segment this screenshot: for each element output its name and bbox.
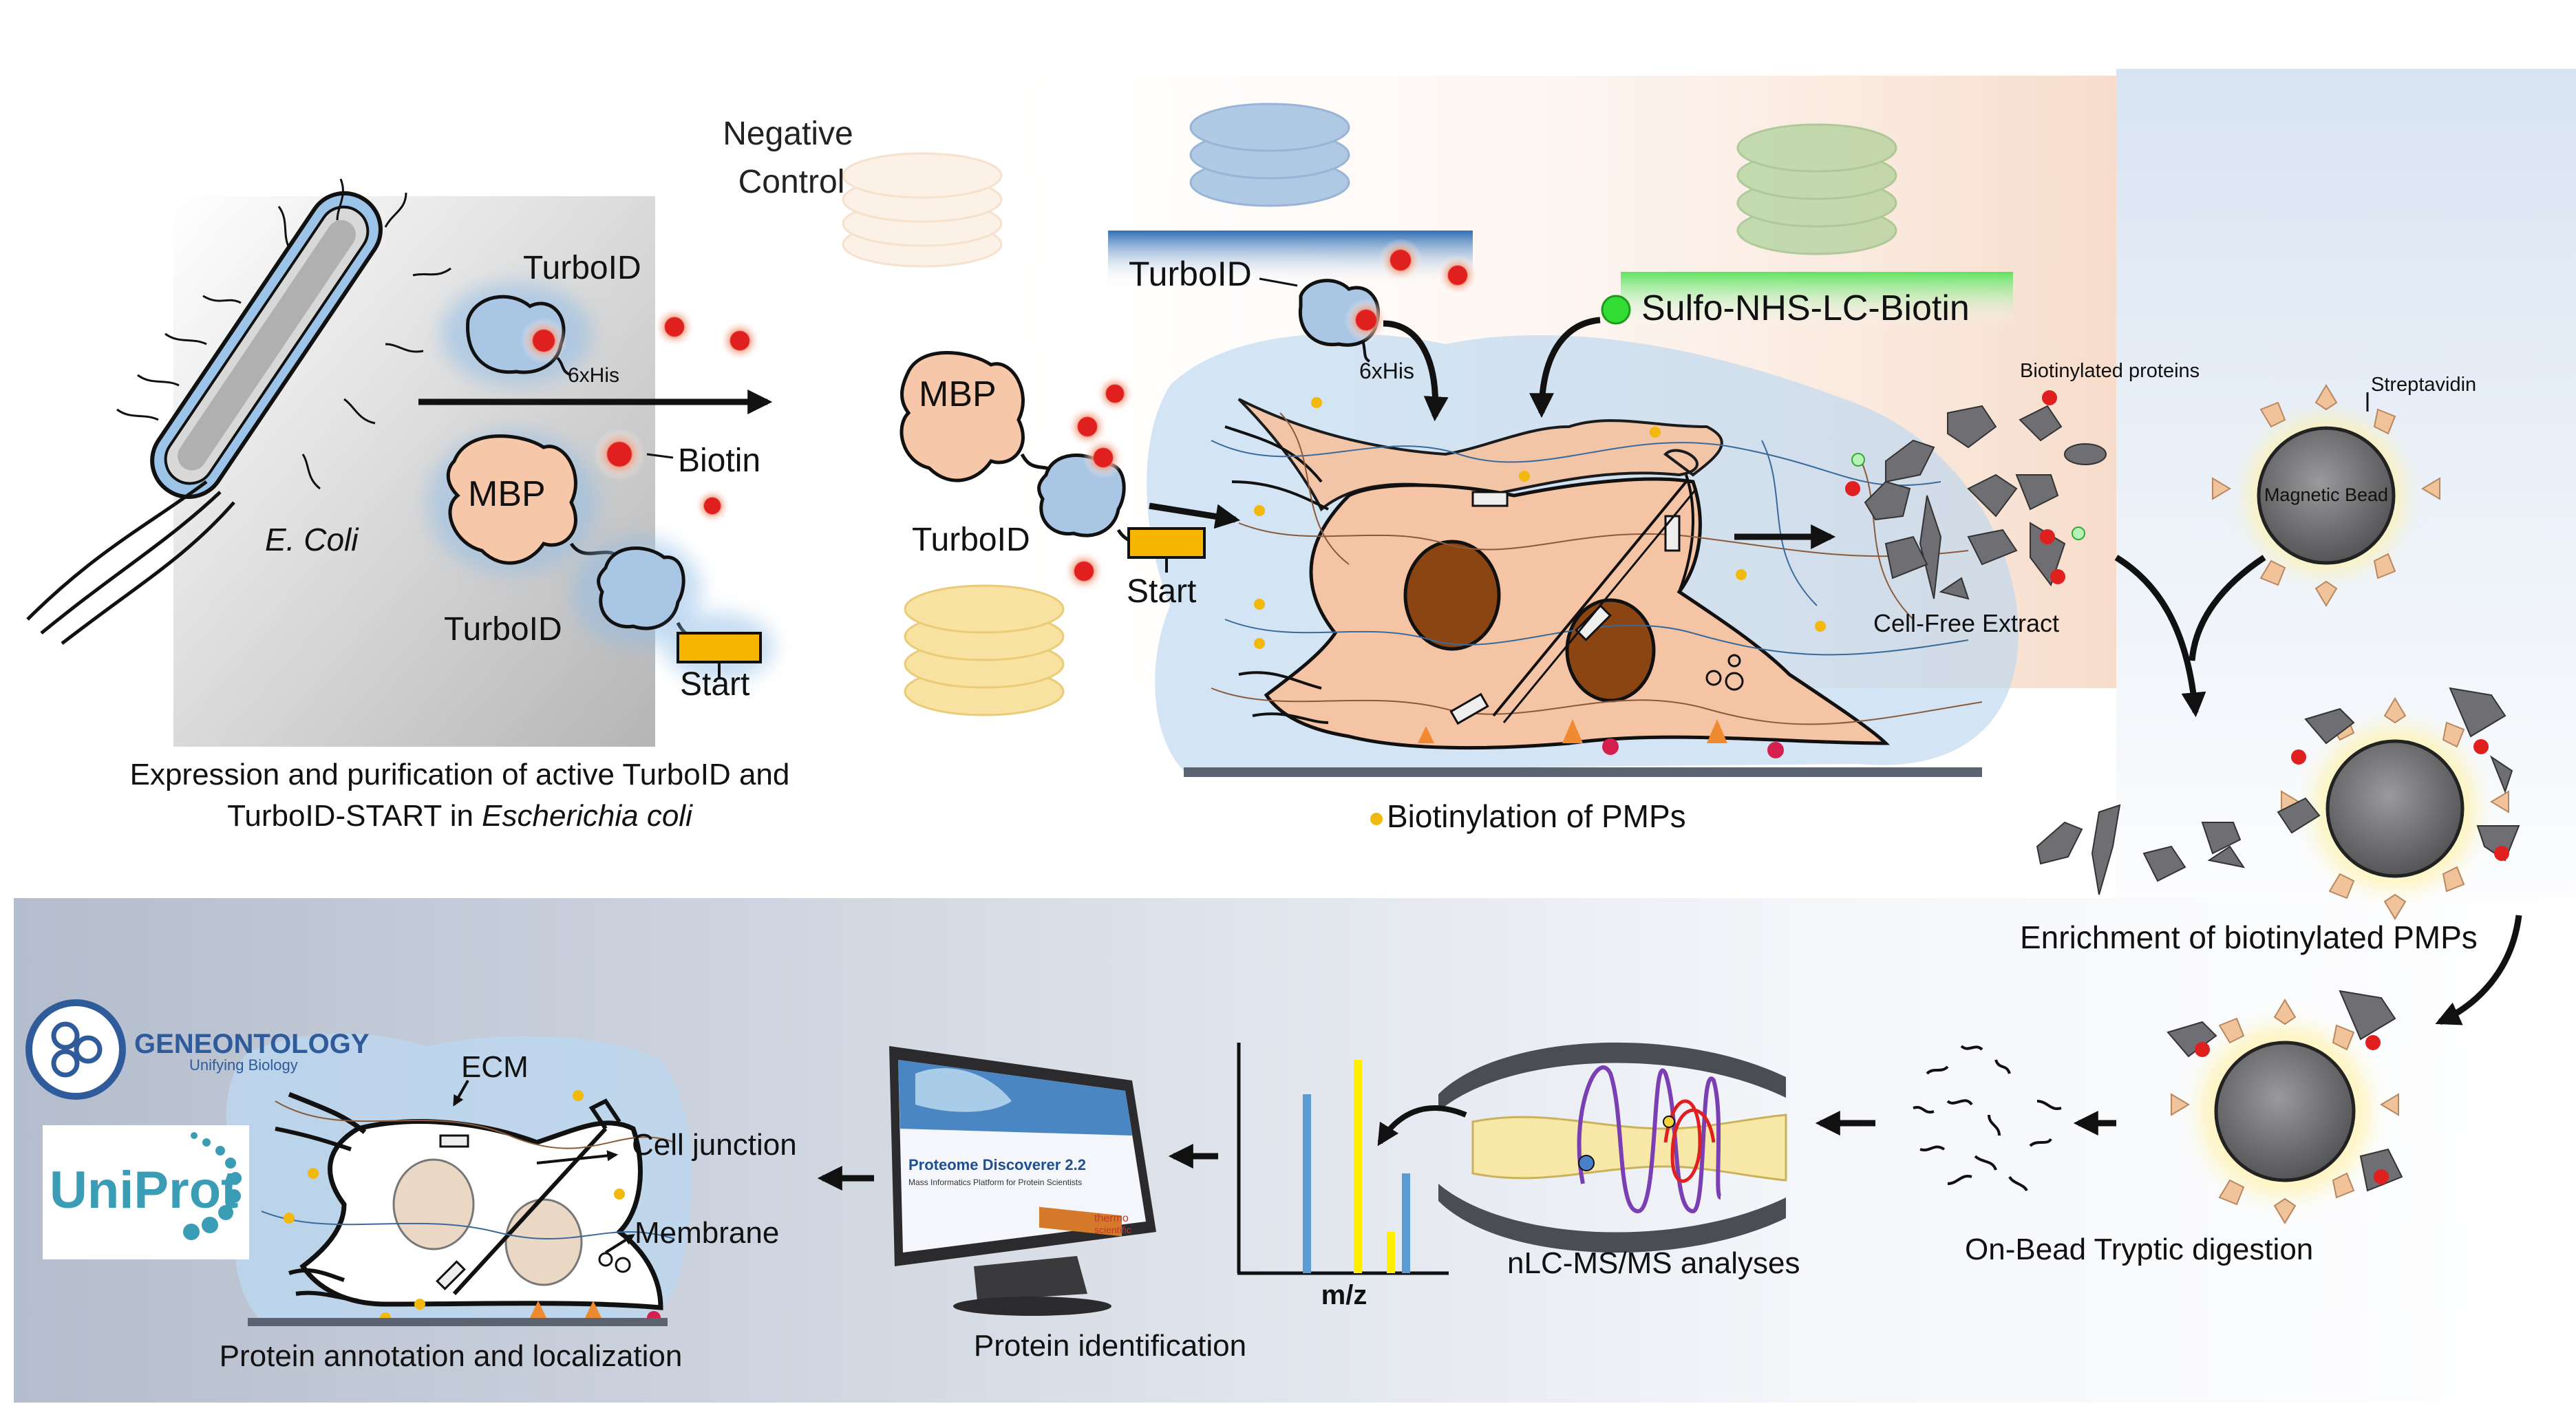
control-label: Control bbox=[738, 164, 845, 200]
sixhis-label: 6xHis bbox=[568, 364, 619, 387]
annotation-caption: Protein annotation and localization bbox=[220, 1339, 683, 1373]
junction-label: Cell junction bbox=[632, 1128, 797, 1162]
sulfo-biotin-dishes bbox=[1736, 123, 1897, 255]
digestion-arrow bbox=[2435, 915, 2522, 1025]
biotin-label: Biotin bbox=[678, 443, 760, 479]
unbound-proteins bbox=[2036, 804, 2246, 895]
mass-spectrum bbox=[1237, 1043, 1449, 1275]
lcms-caption: nLC-MS/MS analyses bbox=[1507, 1246, 1800, 1280]
cell-free-biotin-tags bbox=[1845, 390, 2085, 584]
go-tagline: Unifying Biology bbox=[189, 1056, 298, 1074]
geneontology-text: GENEONTOLOGY bbox=[134, 1029, 370, 1059]
start-label: Start bbox=[680, 666, 749, 703]
enrichment-bead bbox=[2277, 687, 2520, 920]
turboid-label-panel2-left: TurboID bbox=[912, 522, 1030, 558]
ecoli-bacterium bbox=[26, 178, 451, 645]
ecoli-label: E. Coli bbox=[265, 522, 359, 557]
magnetic-bead-label: Magnetic Bead bbox=[2264, 484, 2388, 505]
digestion-caption: On-Bead Tryptic digestion bbox=[1965, 1233, 2313, 1266]
pd-subtitle: Mass Informatics Platform for Protein Sc… bbox=[908, 1178, 1082, 1187]
membrane-pointer bbox=[604, 1234, 635, 1254]
membrane-label: Membrane bbox=[635, 1216, 779, 1250]
negative-control-dishes bbox=[842, 152, 1003, 268]
identification-caption: Protein identification bbox=[974, 1329, 1246, 1363]
merge-arrow-right bbox=[2189, 555, 2266, 661]
merge-arrow-left bbox=[2114, 555, 2206, 718]
cell-free-extract-label: Cell-Free Extract bbox=[1873, 609, 2059, 637]
plant-cell bbox=[1211, 398, 1983, 758]
pd-title: Proteome Discoverer 2.2 bbox=[908, 1156, 1086, 1173]
sixhis-label-panel2: 6xHis bbox=[1359, 359, 1414, 383]
magnetic-bead bbox=[2212, 384, 2440, 607]
uniprot-logo: UniProt bbox=[43, 1125, 249, 1259]
pd-brand1: thermo bbox=[1094, 1213, 1129, 1224]
caption-dot bbox=[1370, 813, 1383, 825]
orbitrap-mass-analyzer bbox=[1438, 1042, 1787, 1253]
start-arrow bbox=[1149, 502, 1241, 529]
negative-label: Negative bbox=[723, 116, 853, 152]
mbp-label-panel2: MBP bbox=[919, 374, 997, 414]
annotated-cell bbox=[261, 1091, 675, 1325]
ecm-label: ECM bbox=[461, 1050, 529, 1084]
pd-brand2: scientific bbox=[1094, 1224, 1131, 1235]
arrow-to-spectrum bbox=[1377, 1105, 1467, 1147]
streptavidin-label: Streptavidin bbox=[2371, 374, 2476, 396]
biotin-dot-p2a bbox=[1379, 238, 1423, 282]
biotin-dot-p2b bbox=[1437, 255, 1478, 296]
annotation-substrate bbox=[248, 1318, 668, 1326]
digestion-bead bbox=[2167, 990, 2403, 1224]
biotin-dot-p2e bbox=[1063, 551, 1105, 592]
sulfo-biotin-molecules bbox=[1254, 397, 1826, 824]
biotin-dot-p2c bbox=[1096, 374, 1134, 413]
turboid-label-top: TurboID bbox=[523, 250, 641, 286]
panel1-caption-line2: TurboID-START in Escherichia coli bbox=[227, 799, 693, 833]
tryptic-peptides bbox=[1913, 1045, 2062, 1192]
biotin-dot-p2d bbox=[1067, 406, 1108, 447]
start-label-panel2: Start bbox=[1127, 573, 1196, 610]
turboid-protein-panel2 bbox=[1298, 279, 1388, 363]
substrate bbox=[1184, 767, 1982, 777]
turboid-start-dishes bbox=[904, 584, 1065, 716]
turboid-treatment-dishes bbox=[1189, 103, 1350, 207]
computer-monitor bbox=[889, 1046, 1156, 1316]
panel2-caption: Biotinylation of PMPs bbox=[1387, 798, 1686, 834]
uniprot-text: UniProt bbox=[50, 1161, 238, 1219]
mz-axis-label: m/z bbox=[1321, 1280, 1367, 1310]
mbp-turboid-start-panel2 bbox=[900, 351, 1206, 573]
turboid-arrow bbox=[1383, 320, 1449, 422]
sulfo-arrow bbox=[1529, 317, 1601, 418]
panel1-caption-line1: Expression and purification of active Tu… bbox=[130, 758, 790, 791]
mbp-label: MBP bbox=[468, 474, 546, 514]
turboid-label-bottom: TurboID bbox=[444, 611, 562, 648]
turboid-pointer-panel2 bbox=[1259, 277, 1298, 287]
geneontology-logo: GENEONTOLOGY Unifying Biology bbox=[25, 999, 370, 1100]
cell-free-extract-proteins bbox=[1864, 405, 2107, 600]
sulfo-biotin-dot bbox=[1601, 295, 1631, 325]
biotinylated-proteins-label: Biotinylated proteins bbox=[2020, 360, 2200, 382]
enrichment-caption: Enrichment of biotinylated PMPs bbox=[2020, 919, 2478, 955]
ecm-pointer bbox=[453, 1080, 469, 1107]
sulfo-header-bar bbox=[1621, 272, 2013, 327]
junction-pointer bbox=[536, 1150, 619, 1164]
sulfo-label: Sulfo-NHS-LC-Biotin bbox=[1641, 288, 1970, 328]
biotin-pointer bbox=[646, 453, 674, 459]
turboid-label-panel2: TurboID bbox=[1129, 255, 1252, 293]
mbp-turboid-start-construct bbox=[427, 430, 774, 681]
